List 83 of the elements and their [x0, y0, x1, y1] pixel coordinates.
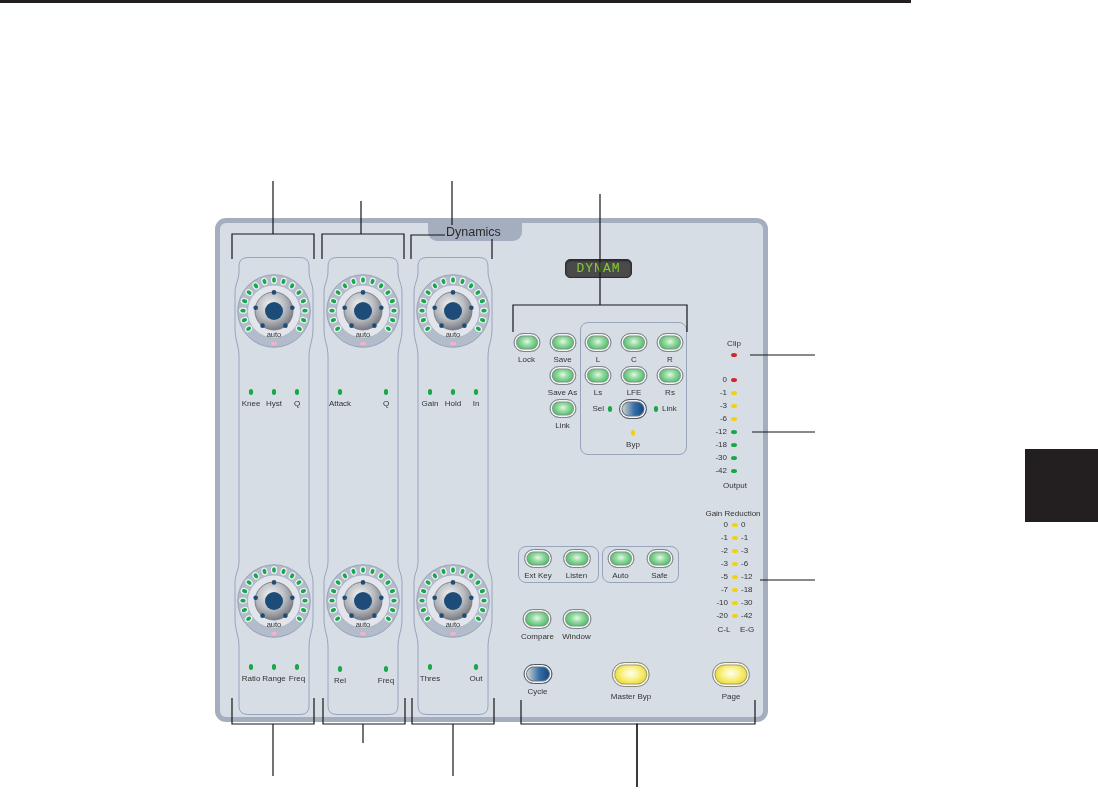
- led-label: Hold: [444, 400, 462, 408]
- meter-scale-label: -1: [720, 534, 728, 542]
- led-label: Rel: [334, 677, 346, 685]
- meter-scale-label: -2: [720, 547, 728, 555]
- meter-label: C-L: [717, 626, 731, 634]
- leader-line: [751, 431, 816, 433]
- button-label: Safe: [651, 571, 668, 580]
- leader-line: [231, 697, 315, 777]
- panel-title: Dynamics: [445, 225, 502, 239]
- led-label: Link: [662, 405, 677, 413]
- meter-label: E-G: [739, 626, 755, 634]
- button-label: L: [595, 355, 601, 364]
- led-label: In: [472, 400, 480, 408]
- meter-scale-label: -12: [715, 428, 727, 436]
- led-label: Knee: [241, 400, 261, 408]
- button-label: Save: [553, 355, 572, 364]
- button-label: Window: [562, 632, 591, 641]
- led-label: Freq: [377, 677, 395, 685]
- leader-line: [636, 699, 756, 788]
- meter-scale-label: -3: [741, 547, 749, 555]
- meter-scale-label: -30: [741, 599, 753, 607]
- leader-line: [749, 354, 816, 356]
- led-label: Hyst: [266, 400, 282, 408]
- meter-scale-label: 0: [722, 376, 727, 384]
- meter-scale-label: -10: [716, 599, 728, 607]
- led-label: Ratio: [241, 675, 261, 683]
- button-label: C: [631, 355, 637, 364]
- button-label: Ls: [593, 388, 603, 397]
- lcd-display: DYNAM: [565, 259, 632, 278]
- meter-scale-label: -30: [715, 454, 727, 462]
- meter-scale-label: -3: [719, 402, 727, 410]
- meter-label: Gain Reduction: [705, 510, 761, 518]
- leader-line: [322, 697, 406, 744]
- meter-scale-label: 0: [723, 521, 728, 529]
- button-label: Lock: [518, 355, 535, 364]
- meter-scale-label: -20: [716, 612, 728, 620]
- meter-scale-label: -18: [741, 586, 753, 594]
- meter-label: Clip: [727, 340, 741, 348]
- button-label: Rs: [665, 388, 675, 397]
- meter-label: Output: [723, 482, 747, 490]
- meter-scale-label: -3: [720, 560, 728, 568]
- control-panel: [215, 218, 768, 722]
- leader-line: [321, 200, 405, 260]
- leader-line: [410, 180, 493, 260]
- button-label: Compare: [521, 632, 554, 641]
- led-label: Thres: [419, 675, 441, 683]
- button-group: [580, 322, 687, 455]
- led-label: Q: [293, 400, 301, 408]
- meter-scale-label: -1: [741, 534, 749, 542]
- button-label: Save As: [547, 388, 578, 397]
- button-label: Ext Key: [524, 571, 552, 580]
- button-label: R: [667, 355, 673, 364]
- led-label: Freq: [288, 675, 306, 683]
- meter-scale-label: -12: [741, 573, 753, 581]
- meter-scale-label: -7: [720, 586, 728, 594]
- leader-line: [231, 180, 315, 260]
- led-label: Sel: [592, 405, 604, 413]
- led-label: Gain: [421, 400, 439, 408]
- button-label: LFE: [626, 388, 642, 397]
- meter-scale-label: -42: [741, 612, 753, 620]
- button-group: [518, 546, 599, 583]
- meter-scale-label: 0: [741, 521, 746, 529]
- led-label: Range: [262, 675, 286, 683]
- meter-scale-label: -6: [741, 560, 749, 568]
- led-label: Out: [469, 675, 483, 683]
- meter-scale-label: -18: [715, 441, 727, 449]
- button-label: Cycle: [527, 687, 548, 696]
- leader-line: [411, 697, 495, 777]
- led-label: Byp: [626, 441, 640, 449]
- button-label: Listen: [565, 571, 588, 580]
- meter-scale-label: -5: [720, 573, 728, 581]
- button-label: Auto: [612, 571, 629, 580]
- leader-line: [512, 193, 688, 333]
- leader-line: [759, 579, 816, 581]
- button-group: [602, 546, 679, 583]
- meter-scale-label: -1: [719, 389, 727, 397]
- button-label: Link: [555, 421, 570, 430]
- meter-scale-label: -42: [715, 467, 727, 475]
- led-label: Attack: [328, 400, 352, 408]
- led-label: Q: [382, 400, 390, 408]
- button-label: Page: [721, 692, 741, 701]
- button-label: Master Byp: [610, 692, 652, 701]
- meter-scale-label: -6: [719, 415, 727, 423]
